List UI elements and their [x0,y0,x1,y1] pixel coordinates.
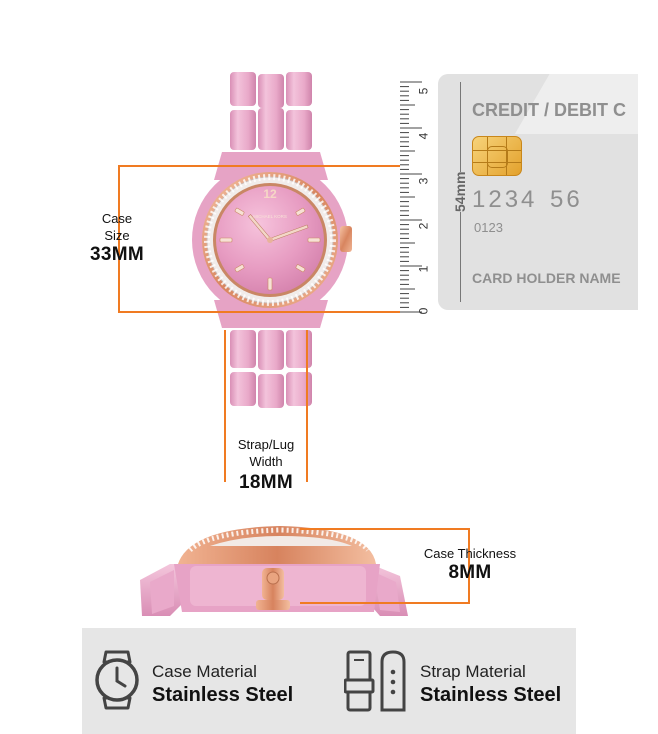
case-thickness-label: Case Thickness [423,546,517,561]
watch-outline-icon [95,650,139,710]
strap-outline-icon [344,650,406,712]
strap-width-label-line1: Strap/Lug [237,437,295,452]
ruler-number-2: 2 [416,222,431,230]
thickness-line-top [300,528,470,530]
case-size-label-line1: Case [101,211,133,226]
strap-material-value: Stainless Steel [420,684,562,706]
material-panel: Case Material Stainless Steel Strap Mate… [82,628,576,734]
case-size-value: 33MM [90,244,144,265]
ruler-number-4: 4 [416,132,431,140]
case-size-line-bottom [118,311,400,313]
card-title: CREDIT / DEBIT C [472,100,627,120]
strap-width-value: 18MM [239,472,293,493]
case-size-line-vertical [118,165,120,313]
strap-width-label: Strap/Lug Width [226,436,306,470]
ruler-number-5: 5 [416,87,431,95]
case-thickness-value: 8MM [448,562,492,583]
case-material-value: Stainless Steel [152,684,294,706]
ruler-number-3: 3 [416,177,431,185]
credit-card: 54mm CREDIT / DEBIT C 1234 56 0123 CARD … [438,74,638,310]
case-size-label: Case Size [82,210,152,244]
card-holder-name: CARD HOLDER NAME [472,270,621,286]
card-number-b: 56 [550,186,583,213]
card-length-label: 54mm [452,171,468,212]
watch-side-image [140,526,408,616]
card-small-number: 0123 [474,220,503,235]
strap-width-line-left [224,330,226,482]
thickness-line-bottom [300,602,470,604]
case-size-line-top [118,165,400,167]
watch-numeral: 12 [263,187,277,201]
watch-brand: MICHAEL KORS [253,214,287,219]
ruler-ticks [400,81,422,313]
case-size-label-line2: Size [104,228,130,243]
ruler: 5 4 3 2 1 0 [398,72,440,322]
ruler-number-0: 0 [416,307,431,315]
strap-material-title: Strap Material [420,662,526,681]
ruler-number-1: 1 [416,265,431,273]
watch-front-image: 12 MICHAEL KORS [192,72,352,408]
case-material-title: Case Material [152,662,257,681]
thickness-line-vertical [468,528,470,604]
strap-width-line-right [306,330,308,482]
strap-width-label-line2: Width [249,454,283,469]
chip-icon [472,136,522,176]
card-number-a: 1234 [472,186,538,213]
